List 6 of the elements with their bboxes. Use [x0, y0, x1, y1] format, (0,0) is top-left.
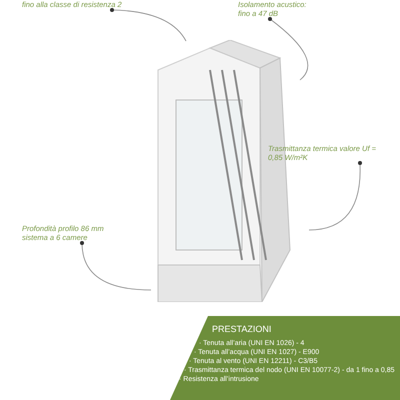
leader-line [308, 161, 362, 230]
leader-line [80, 241, 152, 290]
panel-heading: PRESTAZIONI [212, 324, 272, 335]
info-panel [170, 316, 400, 400]
leader-line [110, 8, 186, 42]
leader-line [268, 17, 308, 80]
